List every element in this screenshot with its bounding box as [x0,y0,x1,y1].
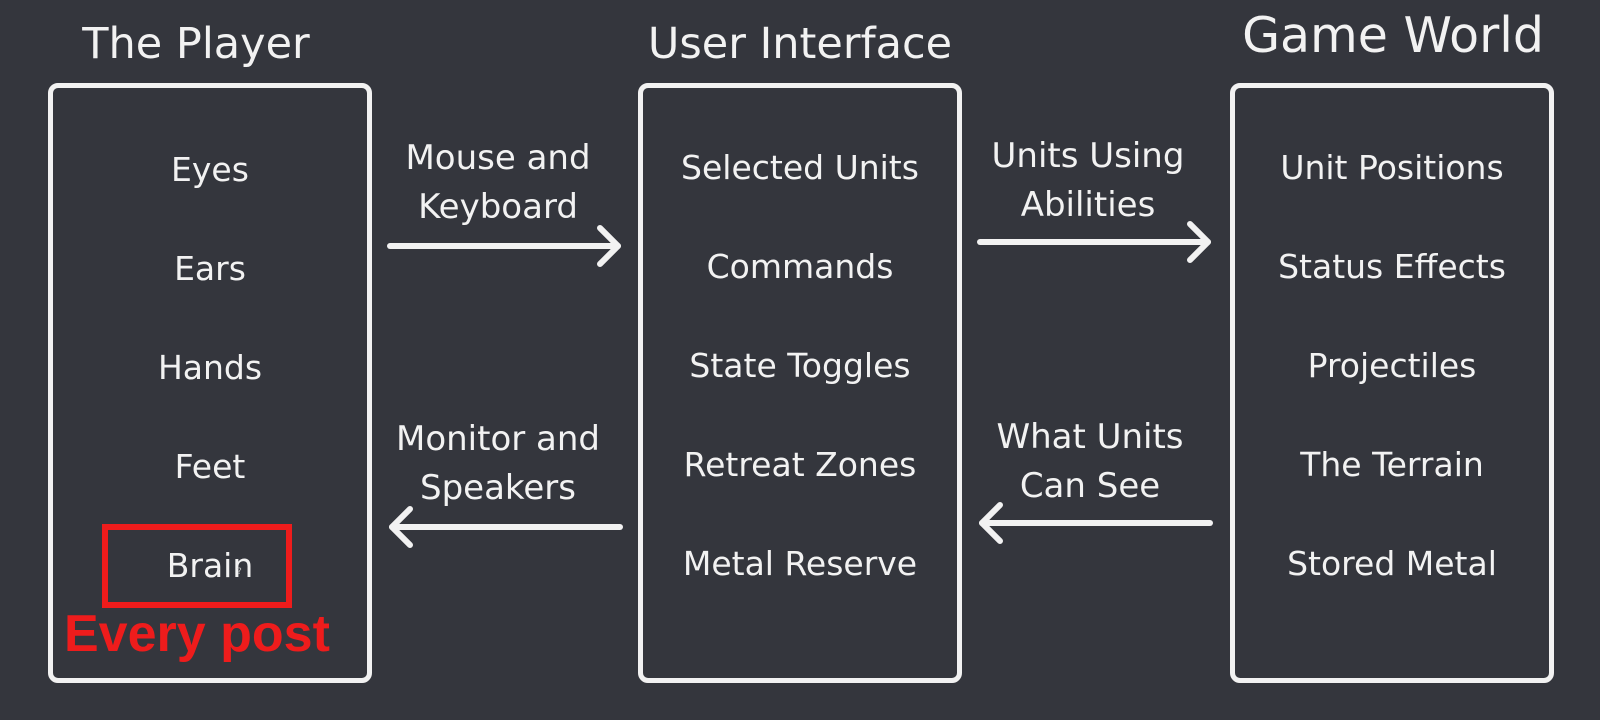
world-box: Unit Positions Status Effects Projectile… [1230,83,1554,683]
edge-label-line: Units Using [991,136,1185,176]
edge-label-line: Speakers [419,468,576,508]
player-item-eyes: Eyes [171,150,249,189]
player-item-ears: Ears [174,249,246,288]
edge-label-line: Monitor and [395,419,601,459]
arrow-player-to-interface [387,225,621,267]
interface-item-selected-units: Selected Units [681,148,919,187]
edge-label-monitor-speakers: Monitor and Speakers [378,415,618,513]
world-item-stored-metal: Stored Metal [1287,544,1497,583]
arrow-interface-to-world [977,221,1211,263]
edge-label-units-using-abilities: Units Using Abilities [968,132,1208,230]
player-item-feet: Feet [174,447,246,486]
tiny-question-mark-icon: ? [237,567,242,577]
world-item-the-terrain: The Terrain [1300,445,1484,484]
player-column-title: The Player [82,19,310,69]
world-item-projectiles: Projectiles [1307,346,1477,385]
brain-highlight-box [102,524,292,608]
interface-item-metal-reserve: Metal Reserve [682,544,918,583]
edge-label-line: Mouse and [405,138,591,178]
interface-column-title: User Interface [647,19,953,69]
interface-item-retreat-zones: Retreat Zones [683,445,917,484]
interface-box: Selected Units Commands State Toggles Re… [638,83,962,683]
arrow-world-to-interface [979,502,1213,544]
edge-label-line: Keyboard [418,187,578,227]
edge-label-what-units-can-see: What Units Can See [970,413,1210,511]
player-box: Eyes Ears Hands Feet Brain [48,83,372,683]
arrow-interface-to-player [389,506,623,548]
edge-label-line: What Units [996,417,1184,457]
interface-item-commands: Commands [706,247,894,286]
edge-label-line: Abilities [1020,185,1156,225]
world-item-unit-positions: Unit Positions [1280,148,1504,187]
world-item-status-effects: Status Effects [1278,247,1506,286]
player-item-hands: Hands [157,348,263,387]
player-item-brain: Brain [166,546,254,585]
edge-label-line: Can See [1019,466,1161,506]
world-column-title: Game World [1242,7,1544,64]
annotation-text: Every post [64,605,330,663]
interface-item-state-toggles: State Toggles [689,346,911,385]
edge-label-mouse-keyboard: Mouse and Keyboard [388,134,608,232]
